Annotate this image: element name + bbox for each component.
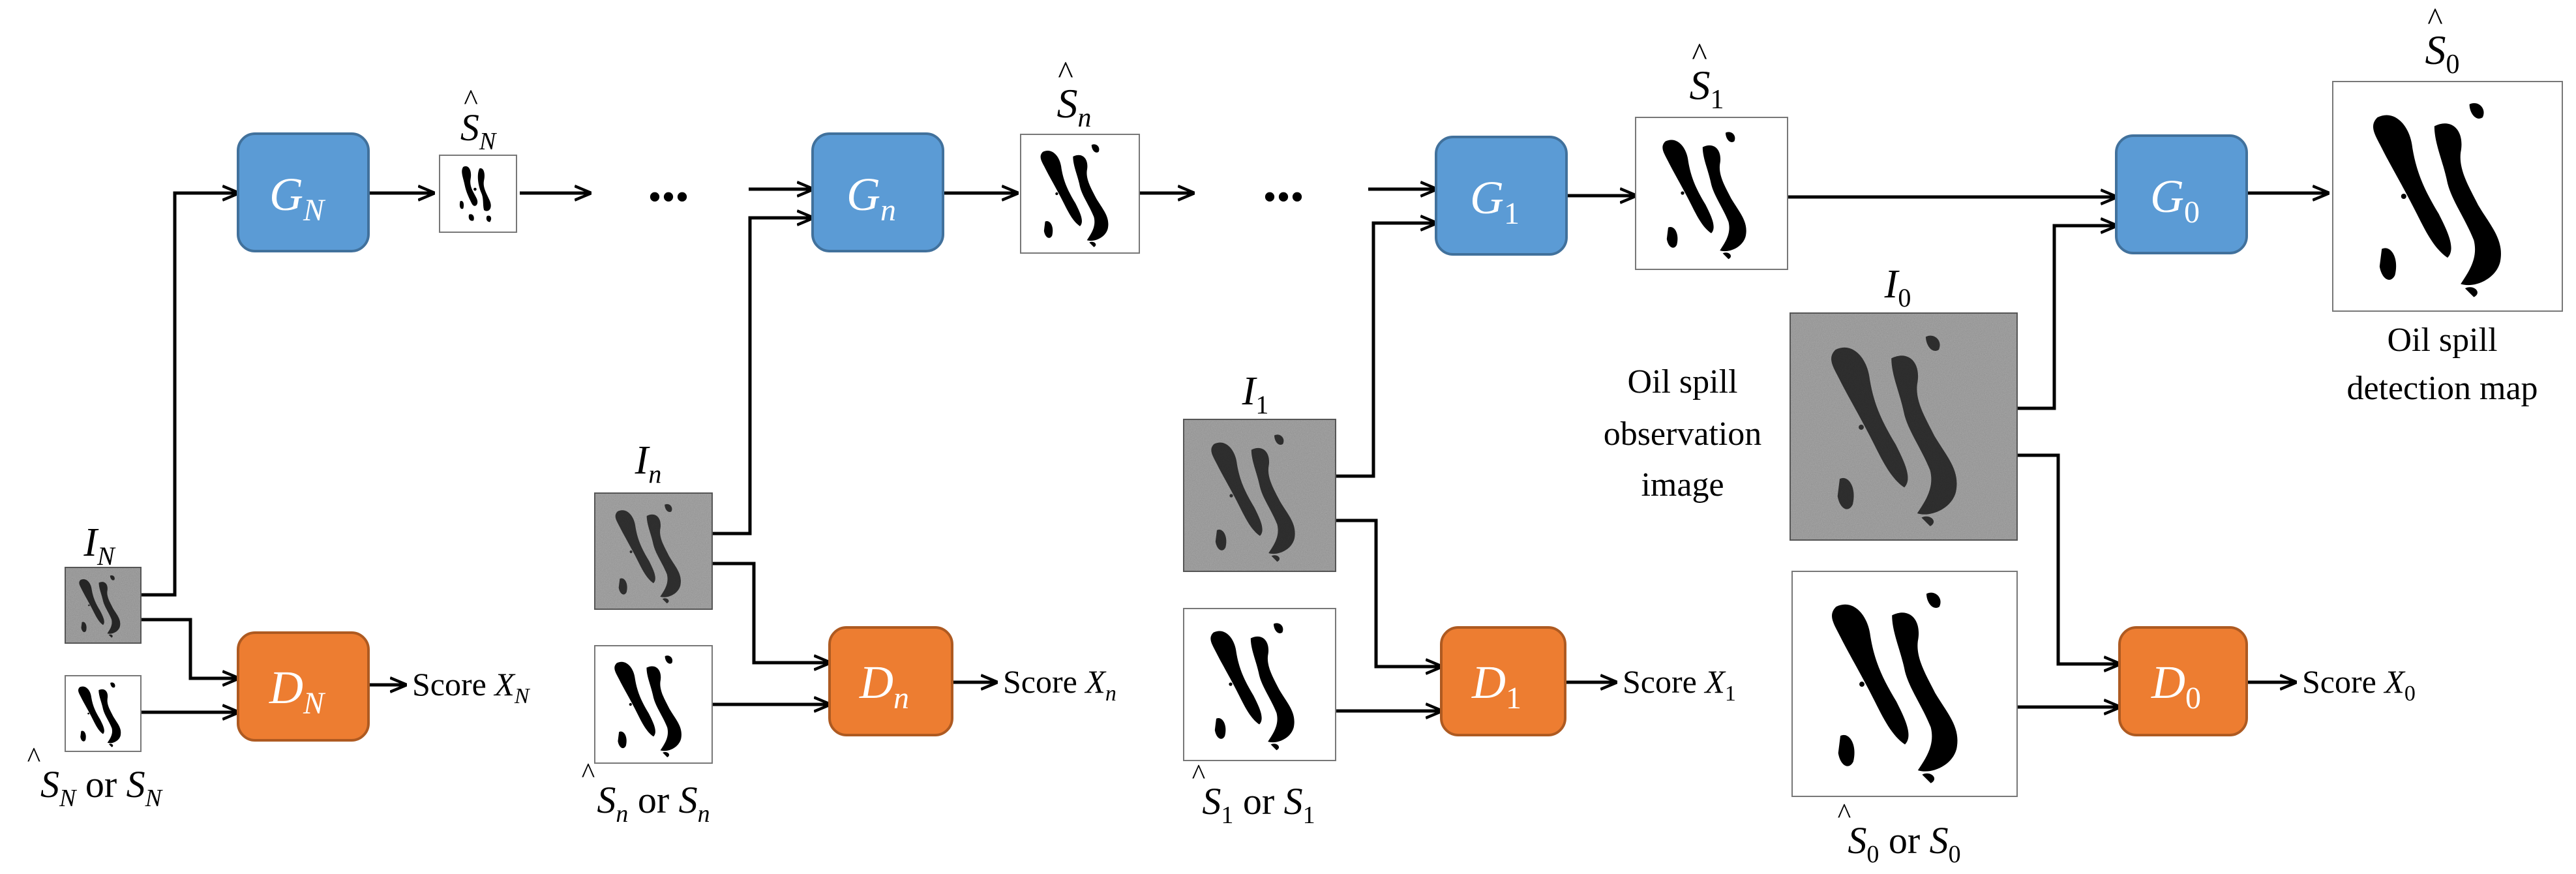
svg-text:S0 or S0: S0 or S0 <box>1848 819 1960 868</box>
svg-text:Oil spill: Oil spill <box>1627 363 1737 400</box>
score-label-0: Score X0 <box>2302 663 2416 706</box>
wire-I1-to-G1 <box>1336 223 1436 478</box>
svg-text:^: ^ <box>1192 759 1206 791</box>
sar-image-I-0 <box>1790 312 2018 541</box>
hat-S-n: ^ <box>1058 54 1073 91</box>
generator-G-0: G0 <box>2115 134 2248 254</box>
generator-G-N: GN <box>237 132 370 252</box>
discriminator-box <box>237 631 370 742</box>
pair-label-n: Sn or Sn ^ <box>582 757 710 828</box>
generator-label: Gn <box>846 168 896 228</box>
pair-label-0: S0 or S0 ^ <box>1838 798 1961 868</box>
label-S-hat-0: S0 <box>2425 27 2460 80</box>
generator-box <box>811 132 944 252</box>
svg-text:SN or SN: SN or SN <box>40 763 164 812</box>
generator-G-n: Gn <box>811 132 944 252</box>
label-S-hat-n: Sn <box>1057 80 1092 133</box>
generator-box <box>2115 134 2248 254</box>
wire-IN-to-DN <box>141 618 238 678</box>
label-I-1: I1 <box>1242 369 1269 419</box>
hat-S-N: ^ <box>464 83 478 116</box>
label-I-n: In <box>635 438 662 489</box>
svg-text:image: image <box>1641 466 1724 504</box>
svg-text:^: ^ <box>27 742 41 774</box>
discriminator-D-n: Dn <box>828 626 953 736</box>
generator-label: GN <box>269 168 326 228</box>
score-label-1: Score X1 <box>1623 663 1736 706</box>
discriminator-label: Dn <box>859 656 909 716</box>
label-I-0: I0 <box>1884 262 1911 312</box>
discriminator-box <box>1440 626 1566 736</box>
generated-map-S-n <box>1020 134 1140 254</box>
generated-map-S-N <box>439 155 517 233</box>
score-label-n: Score Xn <box>1003 663 1116 706</box>
observation-image-label: Oil spill observation image <box>1604 363 1762 504</box>
discriminator-box <box>828 626 953 736</box>
sar-image-I-1 <box>1183 419 1336 572</box>
score-label-N: Score XN <box>412 666 531 708</box>
svg-text:detection map: detection map <box>2346 370 2538 407</box>
discriminator-label: DN <box>269 661 326 721</box>
generator-label: G0 <box>2150 170 2200 230</box>
discriminator-D-1: D1 <box>1440 626 1566 736</box>
ellipsis-1: ••• <box>648 175 689 218</box>
pair-map-n <box>594 645 713 764</box>
connection-lines <box>141 189 2328 712</box>
discriminator-box <box>2118 626 2248 736</box>
label-S-hat-1: S1 <box>1690 62 1724 115</box>
wire-I1-to-D1 <box>1336 519 1441 667</box>
wire-In-to-Dn <box>712 562 830 663</box>
pair-label-N: SN or SN ^ <box>27 742 164 812</box>
sar-image-I-n <box>594 492 713 610</box>
wire-I0-to-G0 <box>2017 226 2116 410</box>
pair-map-0 <box>1791 571 2018 797</box>
ellipsis-2: ••• <box>1263 175 1304 218</box>
svg-text:^: ^ <box>1838 798 1851 830</box>
sar-image-I-N <box>65 567 142 644</box>
discriminator-D-0: D0 <box>2118 626 2248 736</box>
detection-map-label: Oil spill detection map <box>2346 322 2538 407</box>
generator-G-1: G1 <box>1435 136 1568 256</box>
label-I-N: IN <box>83 520 116 571</box>
pair-label-1: S1 or S1 ^ <box>1192 759 1315 829</box>
svg-text:Oil spill: Oil spill <box>2387 322 2497 359</box>
hat-S-0: ^ <box>2427 1 2442 37</box>
generator-box <box>237 132 370 252</box>
svg-text:Sn or Sn: Sn or Sn <box>597 779 710 828</box>
wire-I0-to-D0 <box>2017 453 2119 664</box>
generator-label: G1 <box>1470 172 1520 231</box>
discriminator-D-N: DN <box>237 631 370 742</box>
generator-box <box>1435 136 1568 256</box>
hat-S-1: ^ <box>1692 36 1707 72</box>
svg-text:observation: observation <box>1604 415 1762 453</box>
wire-In-to-Gn <box>712 218 813 535</box>
label-S-hat-N: SN <box>460 106 498 155</box>
pair-map-1 <box>1183 608 1336 761</box>
svg-text:S1 or S1: S1 or S1 <box>1202 780 1315 829</box>
generated-map-S-1 <box>1635 117 1788 270</box>
svg-text:^: ^ <box>582 757 595 789</box>
discriminator-label: D1 <box>1471 656 1521 716</box>
pair-map-N <box>65 675 142 752</box>
generated-map-S-0 <box>2332 81 2563 312</box>
discriminator-label: D0 <box>2151 656 2201 716</box>
wire-IN-to-GN <box>141 193 238 597</box>
